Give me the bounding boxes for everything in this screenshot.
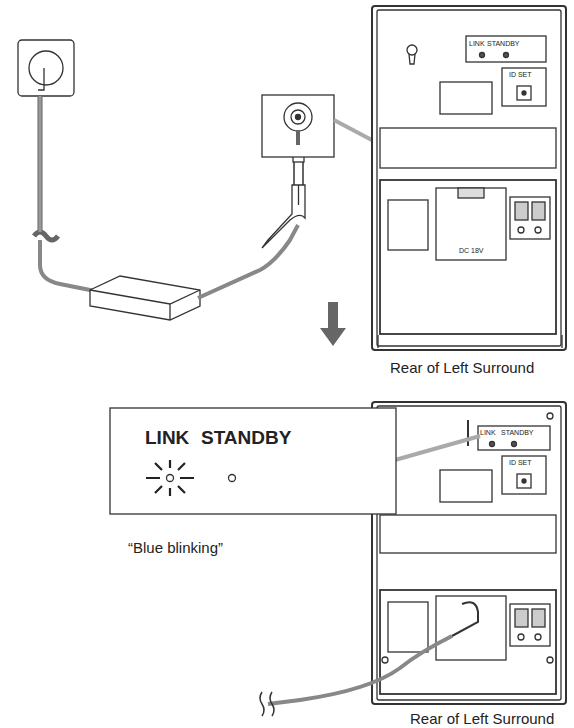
led-label-large: STANDBY [201, 428, 291, 447]
led-label-large: LINK [145, 428, 189, 447]
wall-outlet [18, 40, 74, 96]
caption-label: Rear of Left Surround [410, 711, 554, 726]
speaker-rear-top [372, 6, 566, 350]
speaker-rear-bottom [372, 402, 566, 704]
status-label: “Blue blinking” [128, 540, 223, 555]
led-label: STANDBY [501, 429, 534, 436]
jack-zoom [262, 95, 334, 157]
jack-label: DC 18V [459, 247, 484, 254]
led-zoom [110, 408, 396, 514]
power-adapter [90, 276, 200, 320]
caption-label: Rear of Left Surround [390, 360, 534, 375]
led-label: STANDBY [487, 40, 520, 47]
blink-rays [146, 460, 194, 496]
led-label: LINK [480, 429, 496, 436]
button-label: ID SET [509, 459, 532, 466]
button-label: ID SET [509, 71, 532, 78]
dc-plug [262, 185, 305, 248]
led-label: LINK [469, 40, 485, 47]
